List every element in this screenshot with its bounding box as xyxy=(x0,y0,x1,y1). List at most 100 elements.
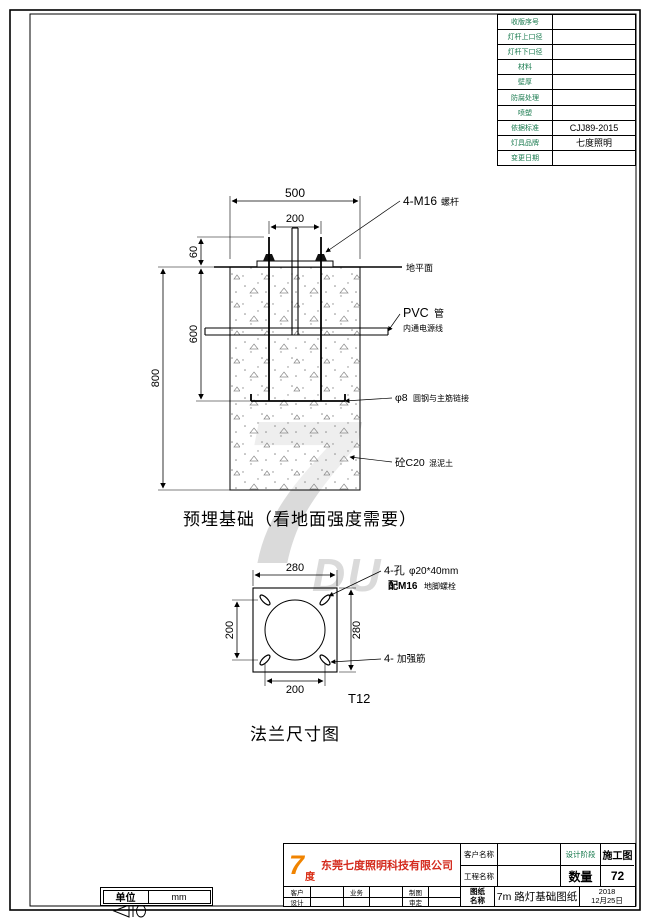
ann-concrete-main: 砼C20 xyxy=(395,456,425,469)
spec-value xyxy=(553,45,635,59)
bolt-slot-tl xyxy=(259,594,271,606)
spec-value-brand: 七度照明 xyxy=(575,138,612,149)
company-logo-du: 度 xyxy=(305,872,316,883)
dim-500: 500 xyxy=(285,186,305,200)
table-row: 材料 xyxy=(498,59,635,75)
design-stage-label: 设计阶段 xyxy=(560,844,600,865)
drawing-date: 2018 12月25日 xyxy=(579,887,634,906)
title-block: 7 度 东莞七度照明科技有限公司 客户名称 设计阶段 施工图 工程名称 数量 7… xyxy=(283,843,636,907)
ann-pvc-sub: 管 xyxy=(434,307,444,320)
spec-label: 灯杆下口径 xyxy=(498,45,553,60)
drawing-date-day: 12月25日 xyxy=(591,895,623,905)
dim-800: 800 xyxy=(150,369,162,387)
drawing-name-label-line2: 名称 xyxy=(470,895,485,905)
project-name-label: 工程名称 xyxy=(460,865,497,886)
projection-symbol xyxy=(112,904,146,918)
bolt-slot-bl xyxy=(259,654,271,666)
spec-label: 灯杆上口径 xyxy=(498,30,553,45)
ann-tie-sub: 圆钢与主筋链接 xyxy=(413,393,469,403)
spec-value-standard: CJJ89-2015 xyxy=(569,122,619,133)
dim-280-right: 280 xyxy=(351,621,363,639)
sign-label-approver: 审定 xyxy=(402,896,428,906)
spec-value xyxy=(553,75,635,89)
spec-value xyxy=(553,30,635,44)
ann-rib-sub: 加强筋 xyxy=(397,653,426,665)
dim-60: 60 xyxy=(188,246,200,258)
dim-200-bottom: 200 xyxy=(286,684,304,696)
spec-label: 喷塑 xyxy=(498,105,553,120)
sign-value xyxy=(428,887,460,897)
spec-label: 依据标准 xyxy=(498,120,553,135)
bolt-slot-br xyxy=(319,654,331,666)
customer-name-value xyxy=(497,844,560,865)
spec-value xyxy=(553,106,635,120)
ann-rib-main: 4- xyxy=(384,653,394,665)
table-row: 变更日期 xyxy=(498,149,635,165)
sign-label-blank xyxy=(343,896,369,906)
project-name-value xyxy=(497,865,560,886)
design-stage-value: 施工图 xyxy=(600,844,634,865)
sign-label-sales: 业务 xyxy=(343,887,369,897)
sign-label-drafter: 制图 xyxy=(402,887,428,897)
table-row: 防腐处理 xyxy=(498,89,635,105)
spec-value xyxy=(553,15,635,29)
table-row: 喷塑 xyxy=(498,104,635,120)
unit-box: 单位 mm xyxy=(100,887,213,906)
spec-table: 收版序号 灯杆上口径 灯杆下口径 材料 壁厚 防腐处理 喷塑 依据标准 CJJ89… xyxy=(497,14,636,166)
sign-value xyxy=(369,887,402,897)
sign-label-designer: 设计 xyxy=(284,896,310,906)
spec-value xyxy=(553,90,635,104)
table-row: 灯杆上口径 xyxy=(498,29,635,45)
flange-plate xyxy=(256,260,334,268)
sign-value xyxy=(369,896,402,906)
spec-value xyxy=(553,60,635,74)
quantity-label: 数量 xyxy=(560,865,600,886)
table-row: 依据标准 CJJ89-2015 xyxy=(498,119,635,135)
dim-200-left: 200 xyxy=(224,621,236,639)
table-row: 壁厚 xyxy=(498,74,635,90)
sign-value xyxy=(428,896,460,906)
spec-label: 灯具品牌 xyxy=(498,135,553,150)
company-cell: 7 度 东莞七度照明科技有限公司 xyxy=(284,844,460,886)
ann-fit-sub: 地脚螺栓 xyxy=(424,581,456,591)
ann-bolt-main: 4-M16 xyxy=(403,194,437,208)
ann-concrete-sub: 混泥土 xyxy=(429,458,453,468)
ann-pvc-note: 内通电源线 xyxy=(403,323,443,333)
dim-280-top: 280 xyxy=(286,562,304,574)
ann-hole-sub: φ20*40mm xyxy=(409,566,458,577)
ann-ground: 地平面 xyxy=(406,262,433,273)
flange-annotations: 4-孔 φ20*40mm 配M16 地脚螺栓 4- 加强筋 法兰尺寸图 xyxy=(250,564,458,744)
plate-thickness: T12 xyxy=(348,691,370,706)
spec-label: 防腐处理 xyxy=(498,90,553,105)
drawing-name-label-line1: 图纸 xyxy=(470,887,485,896)
flange-caption: 法兰尺寸图 xyxy=(250,725,340,744)
customer-name-label: 客户名称 xyxy=(460,844,497,865)
ann-tie-main: φ8 xyxy=(395,392,408,404)
flange-plan-drawing xyxy=(252,587,338,673)
ann-bolt-sub: 螺杆 xyxy=(441,196,459,207)
table-row: 灯具品牌 七度照明 xyxy=(498,134,635,150)
spec-value xyxy=(553,151,635,165)
unit-value: mm xyxy=(171,891,187,902)
ann-fit-main: 配M16 xyxy=(388,580,418,592)
drawing-name-label: 图纸 名称 xyxy=(460,887,494,906)
sign-value xyxy=(310,896,343,906)
foundation-caption: 预埋基础（看地面强度需要） xyxy=(183,510,417,529)
spec-label: 变更日期 xyxy=(498,150,553,165)
foundation-annotations: 4-M16 螺杆 地平面 PVC 管 内通电源线 φ8 圆钢与主筋链接 砼C20… xyxy=(183,194,469,529)
foundation-dimensions: 500 200 60 600 800 xyxy=(150,186,361,491)
ann-hole-main: 4-孔 xyxy=(384,564,405,577)
unit-label: 单位 xyxy=(104,890,149,904)
pvc-conduit xyxy=(204,227,389,336)
sign-value xyxy=(310,887,343,897)
spec-label: 收版序号 xyxy=(498,15,553,30)
sign-label-customer: 客户 xyxy=(290,889,304,897)
spec-label: 壁厚 xyxy=(498,75,553,90)
table-row: 收版序号 xyxy=(498,15,635,30)
dim-600: 600 xyxy=(188,325,200,343)
company-logo-7: 7 xyxy=(289,849,305,880)
flange-dimensions: 280 280 200 200 T12 xyxy=(224,562,370,706)
drawing-date-year: 2018 xyxy=(598,887,616,896)
dim-200-bolts: 200 xyxy=(286,213,304,225)
